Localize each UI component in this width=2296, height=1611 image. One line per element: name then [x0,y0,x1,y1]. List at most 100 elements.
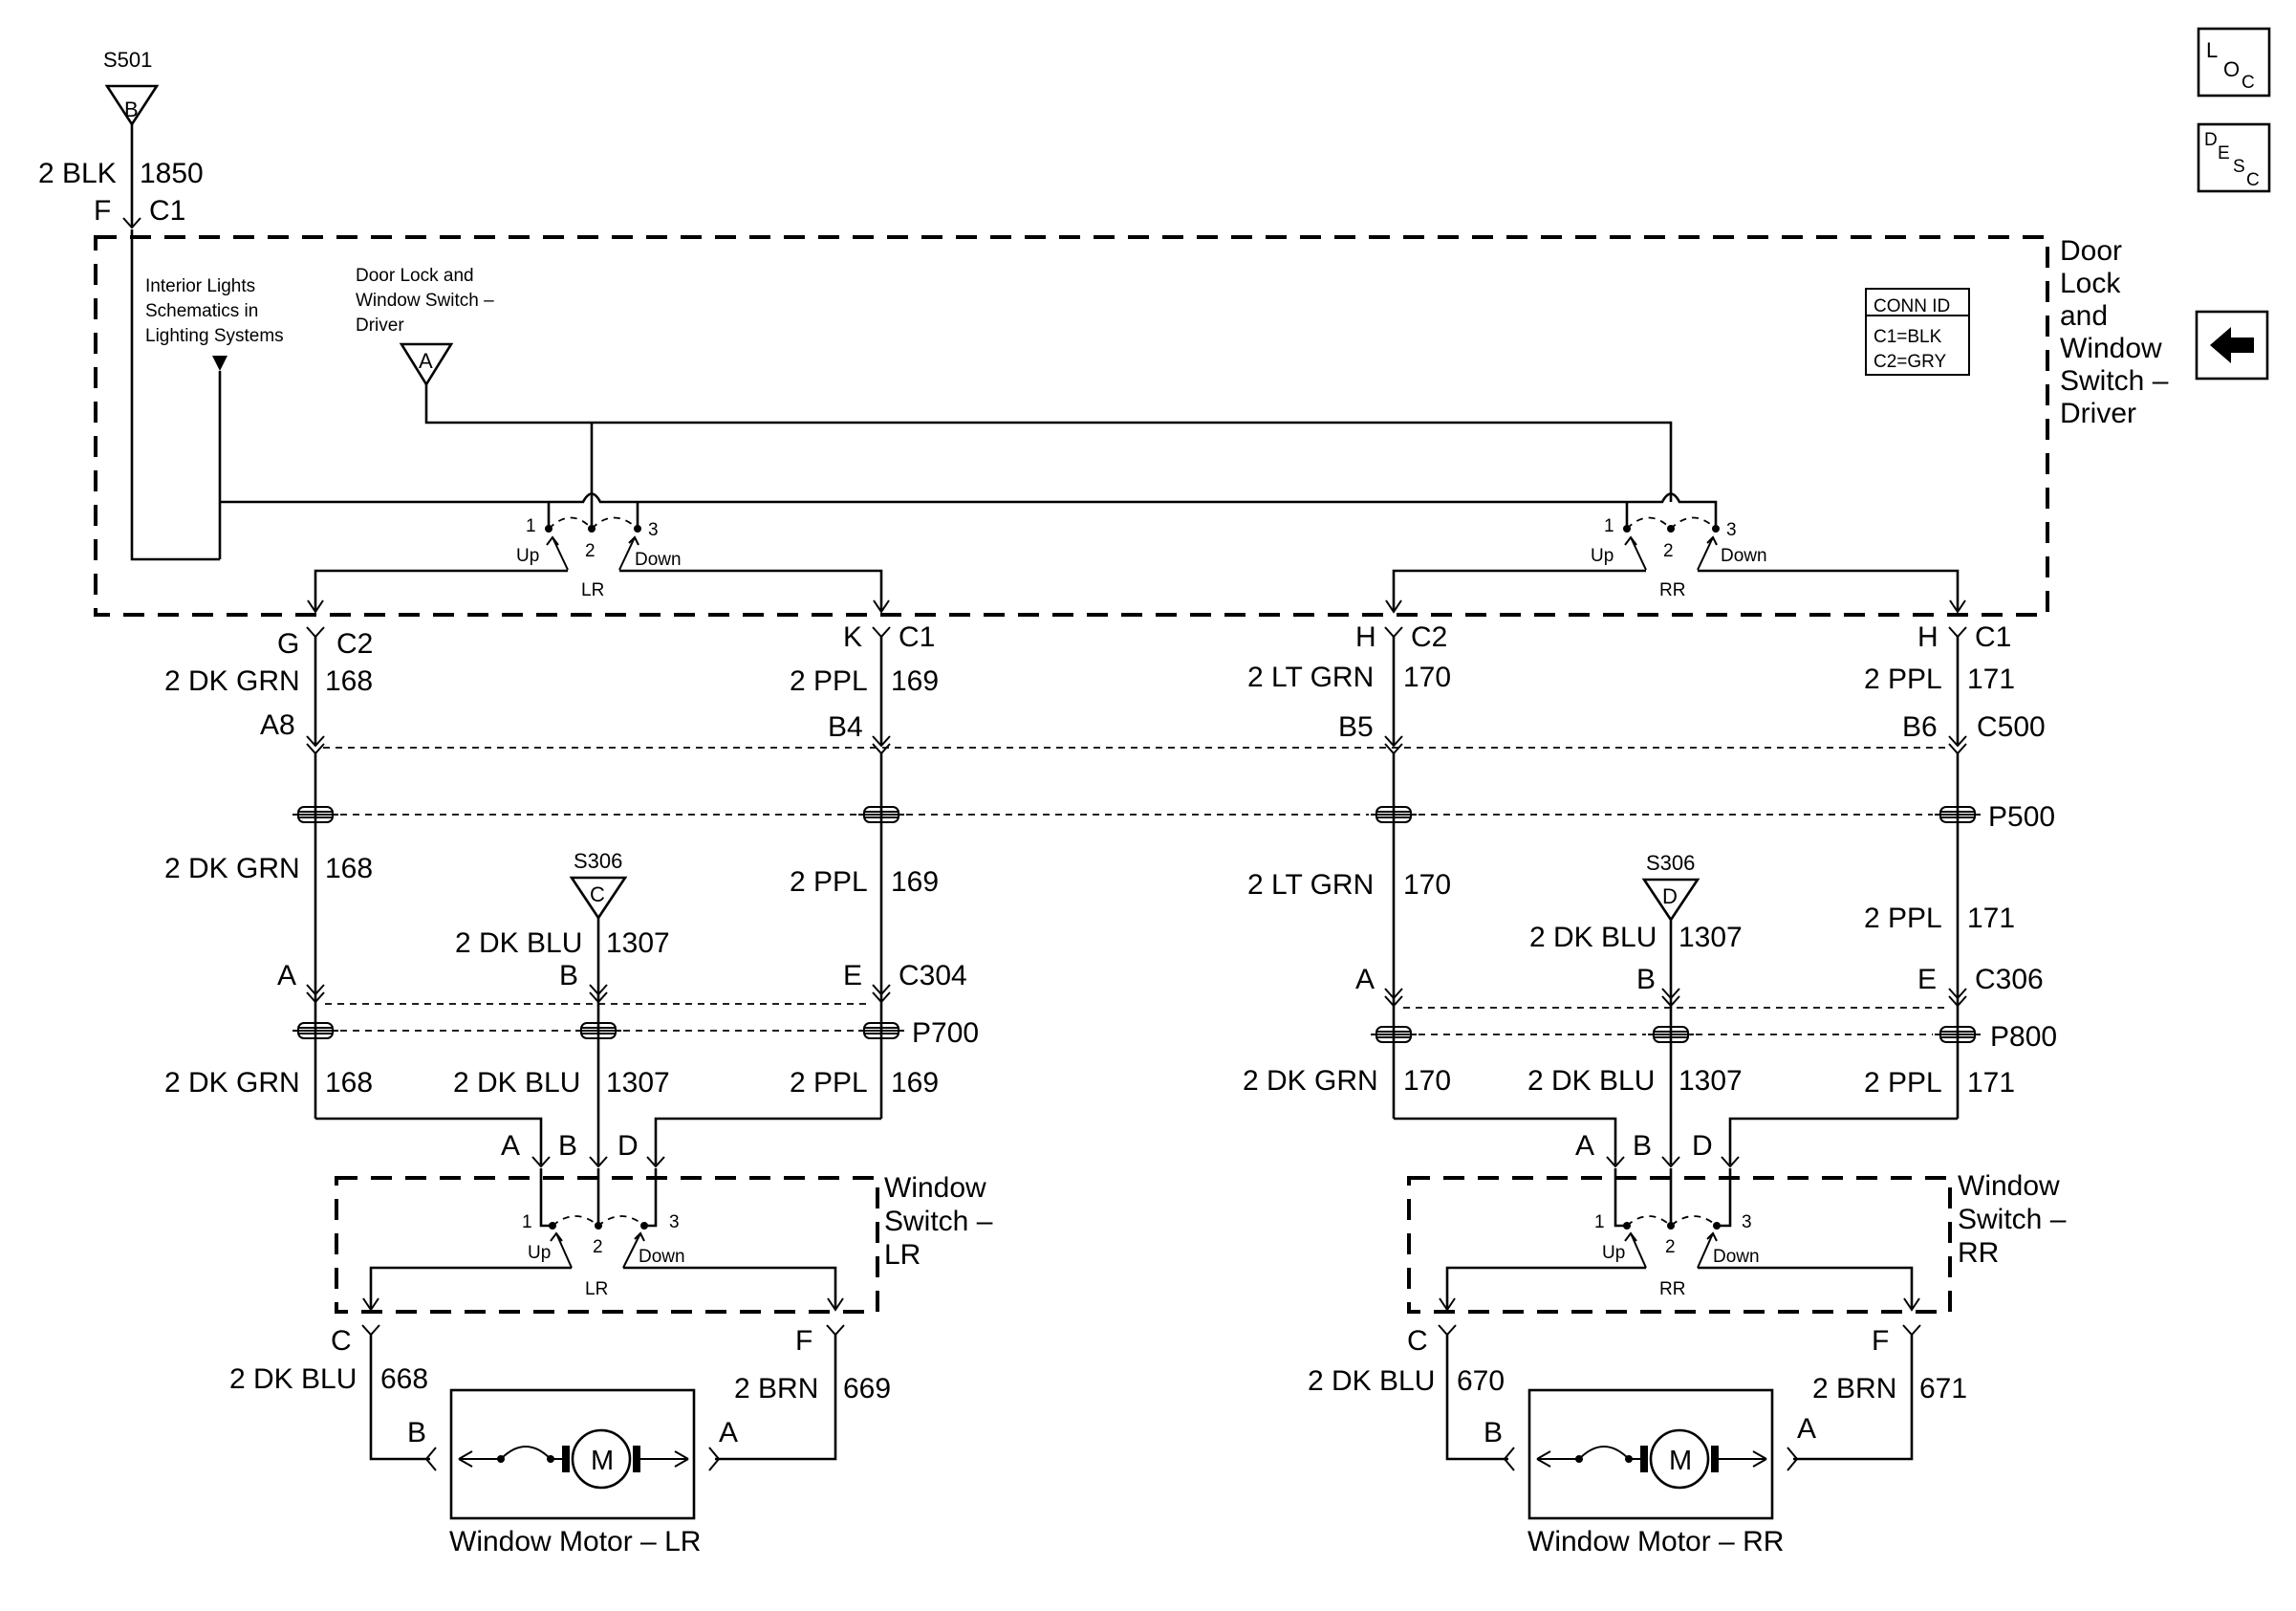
top-feed-wire-label: 2 BLK [38,158,117,189]
svg-text:F: F [1872,1325,1889,1357]
motor-lr-m: M [591,1446,614,1476]
svg-text:LR: LR [581,580,604,600]
driver-lr-switch: 1 2 3 Up Down LR [314,502,883,610]
p800-label: P800 [1990,1021,2057,1053]
svg-text:C: C [1407,1325,1428,1357]
svg-text:B4: B4 [828,711,863,743]
svg-text:171: 171 [1967,903,2015,934]
svg-text:C1: C1 [1975,621,2011,653]
svg-text:2 PPL: 2 PPL [790,665,868,697]
svg-text:B: B [559,960,578,991]
loc-button[interactable]: L O C [2197,27,2271,98]
svg-text:2 PPL: 2 PPL [790,866,868,898]
svg-text:2 LT GRN: 2 LT GRN [1247,869,1374,901]
svg-text:Switch –: Switch – [2060,365,2169,397]
svg-text:B6: B6 [1902,711,1938,743]
svg-text:Up: Up [516,546,539,566]
svg-text:2 LT GRN: 2 LT GRN [1247,662,1374,693]
svg-text:L: L [2206,38,2218,62]
svg-text:1307: 1307 [1679,922,1743,953]
svg-text:171: 171 [1967,1067,2015,1099]
svg-text:3: 3 [669,1212,680,1232]
svg-text:168: 168 [325,665,373,697]
output-column-168 [306,599,325,1119]
back-button[interactable] [2195,310,2269,381]
svg-text:2 PPL: 2 PPL [790,1067,868,1099]
svg-text:168: 168 [325,1067,373,1099]
svg-text:2 BRN: 2 BRN [1812,1373,1896,1404]
svg-text:170: 170 [1403,662,1451,693]
svg-text:1307: 1307 [606,1067,670,1099]
svg-text:168: 168 [325,853,373,884]
p500-label: P500 [1988,801,2055,833]
driver-rr-switch: 1 2 3 Up Down RR [1392,502,1960,610]
svg-text:169: 169 [891,1067,939,1099]
svg-text:2 DK GRN: 2 DK GRN [164,853,300,884]
svg-text:2 DK BLU: 2 DK BLU [453,1067,580,1099]
svg-text:LR: LR [585,1279,608,1299]
svg-text:Lighting Systems: Lighting Systems [145,326,284,346]
window-motor-rr: M [1527,1388,1774,1520]
driver-switch-enclosure [94,235,2049,617]
svg-text:Up: Up [528,1243,551,1263]
svg-text:C: C [2242,73,2255,93]
door-lock-switch-reference: Door Lock and Window Switch – Driver [356,266,494,336]
svg-text:2 DK GRN: 2 DK GRN [164,1067,300,1099]
svg-text:169: 169 [891,665,939,697]
svg-text:2 PPL: 2 PPL [1864,1067,1942,1099]
svg-text:2 BRN: 2 BRN [734,1373,818,1404]
svg-text:2 PPL: 2 PPL [1864,903,1942,934]
s306d-splice [1641,878,1700,923]
svg-text:E: E [2218,143,2230,163]
svg-text:2 DK GRN: 2 DK GRN [164,665,300,697]
window-motor-rr-label: Window Motor – RR [1527,1526,1784,1557]
output-column-169 [872,599,891,1119]
svg-text:B: B [1484,1417,1503,1448]
svg-text:Down: Down [1713,1247,1760,1267]
svg-text:2 DK BLU: 2 DK BLU [1308,1365,1435,1397]
output-column-171 [1948,599,1967,1119]
svg-text:C2=GRY: C2=GRY [1874,352,1947,372]
svg-text:C: C [2246,170,2260,190]
svg-text:A: A [1575,1130,1594,1162]
svg-text:C1: C1 [899,621,935,653]
s306c-splice [569,876,628,921]
svg-text:Interior Lights: Interior Lights [145,276,255,296]
svg-text:Door: Door [2060,235,2122,267]
svg-text:3: 3 [1726,520,1737,540]
svg-text:A: A [419,349,433,373]
svg-text:RR: RR [1659,580,1685,600]
svg-text:1307: 1307 [1679,1065,1743,1097]
svg-text:RR: RR [1659,1279,1685,1299]
svg-text:170: 170 [1403,1065,1451,1097]
svg-text:2 DK BLU: 2 DK BLU [1529,922,1657,953]
driver-switch-title: Door Lock and Window Switch – Driver [2060,235,2169,429]
c304-label: C304 [899,960,967,991]
svg-text:S: S [2233,157,2245,177]
svg-text:A8: A8 [260,709,295,741]
svg-text:Down: Down [1721,546,1767,566]
s306c-label: S306 [574,849,622,873]
svg-text:Window: Window [884,1172,986,1204]
output-column-170 [1384,599,1403,1119]
svg-text:C: C [590,882,605,906]
svg-text:A: A [719,1417,738,1448]
svg-text:Door Lock and: Door Lock and [356,266,474,286]
svg-text:2 DK GRN: 2 DK GRN [1243,1065,1378,1097]
window-motor-lr-label: Window Motor – LR [449,1526,701,1557]
desc-button[interactable]: D E S C [2197,122,2271,193]
svg-text:Up: Up [1602,1243,1625,1263]
svg-text:2: 2 [1663,541,1674,561]
svg-text:C2: C2 [336,628,373,660]
window-switch-rr-enclosure [1407,1176,1952,1314]
interior-lights-reference: Interior Lights Schematics in Lighting S… [145,276,284,346]
svg-text:CONN ID: CONN ID [1874,296,1950,316]
window-switch-lr-enclosure [335,1176,879,1314]
svg-text:171: 171 [1967,664,2015,695]
svg-text:B5: B5 [1338,711,1374,743]
svg-text:Lock: Lock [2060,268,2121,299]
svg-text:B: B [558,1130,577,1162]
svg-text:671: 671 [1919,1373,1967,1404]
motor-rr-m: M [1669,1446,1692,1476]
svg-text:Driver: Driver [2060,398,2136,429]
